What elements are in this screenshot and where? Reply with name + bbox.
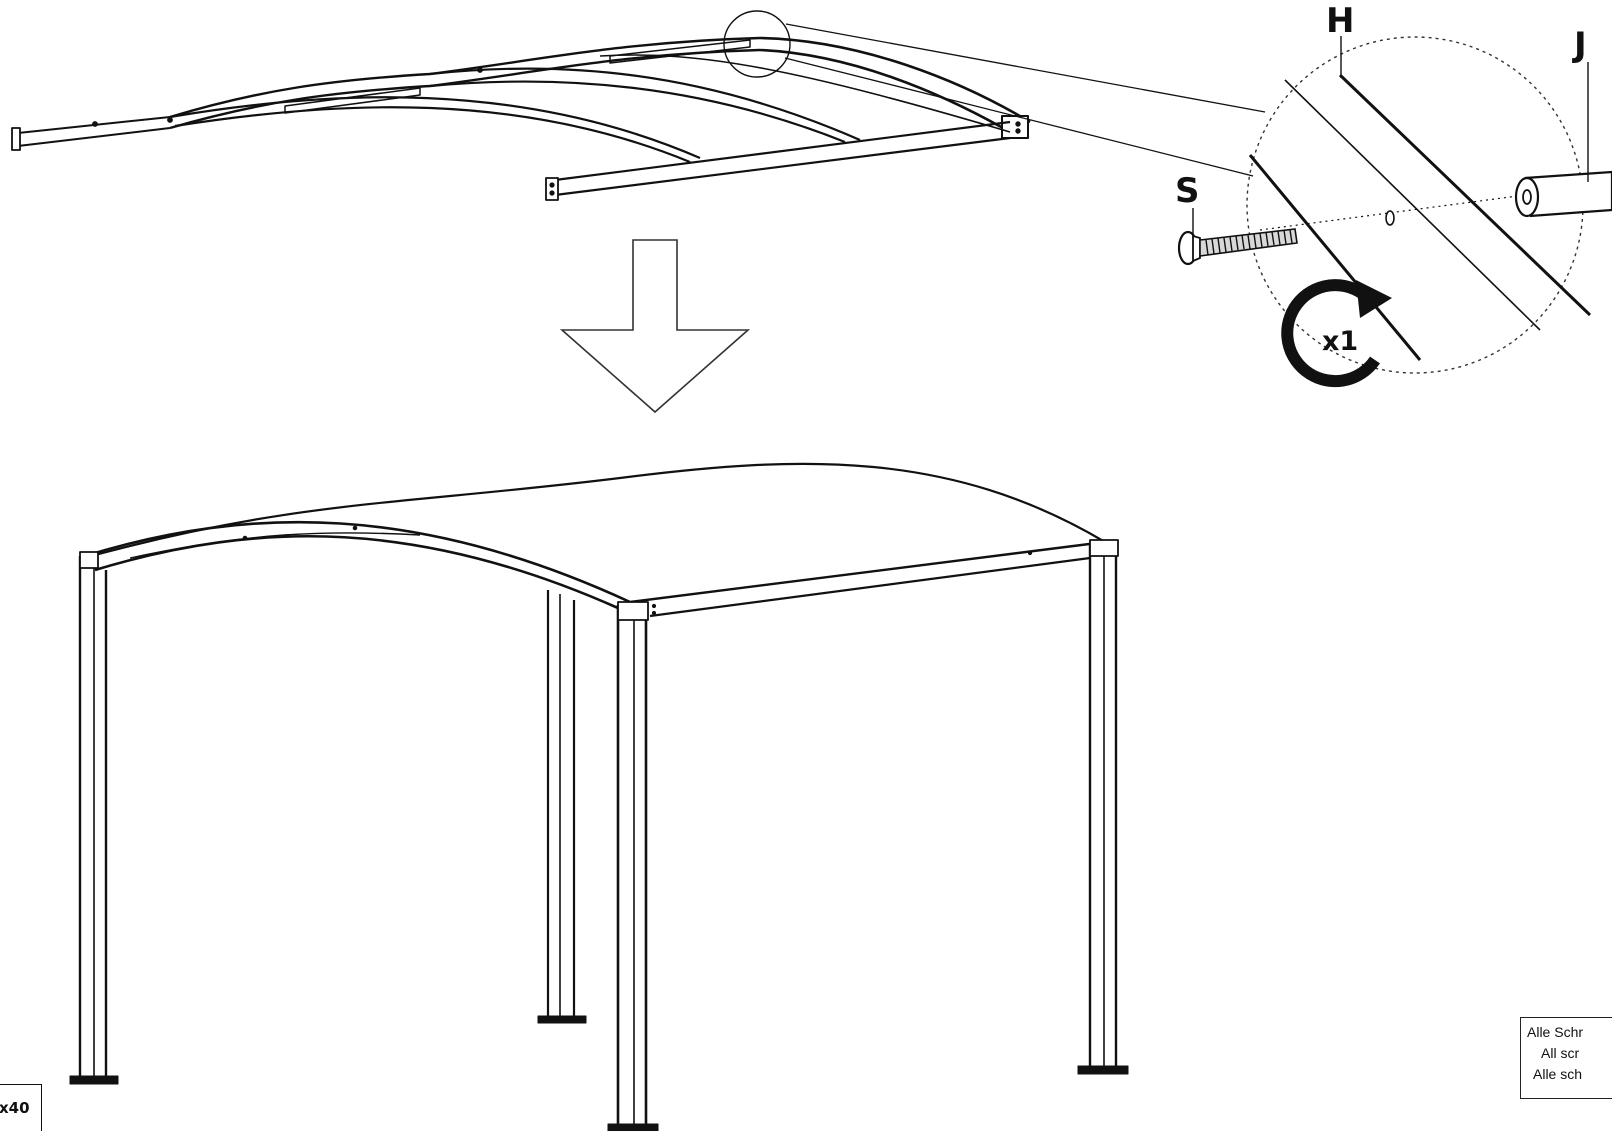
callout-letter-h: H: [1326, 1, 1354, 41]
detail-focus-circle: [723, 10, 791, 78]
screw-icon: [1177, 228, 1298, 266]
screw-note-box: Alle Schr All scr Alle sch: [1520, 1017, 1612, 1099]
assembled-pavilion: [69, 462, 1129, 1131]
clockwise-rotate-arrow-icon: [1281, 279, 1392, 388]
quantity-label: x40: [0, 1099, 30, 1117]
down-arrow-icon: [559, 239, 751, 414]
note-line-nl: Alle sch: [1533, 1066, 1583, 1082]
note-line-en: All scr: [1541, 1045, 1580, 1061]
detail-magnifier-icon: [1192, 36, 1612, 374]
detail-leader-line: [784, 57, 1254, 177]
callout-letter-s: S: [1175, 171, 1200, 211]
quantity-box: x40: [0, 1084, 42, 1131]
detail-leader-line: [785, 23, 1266, 113]
note-line-de: Alle Schr: [1527, 1024, 1584, 1040]
callout-letter-j: J: [1572, 25, 1587, 65]
rotation-count-label: x1: [1322, 326, 1358, 357]
roof-frame-partial: [11, 36, 1031, 201]
